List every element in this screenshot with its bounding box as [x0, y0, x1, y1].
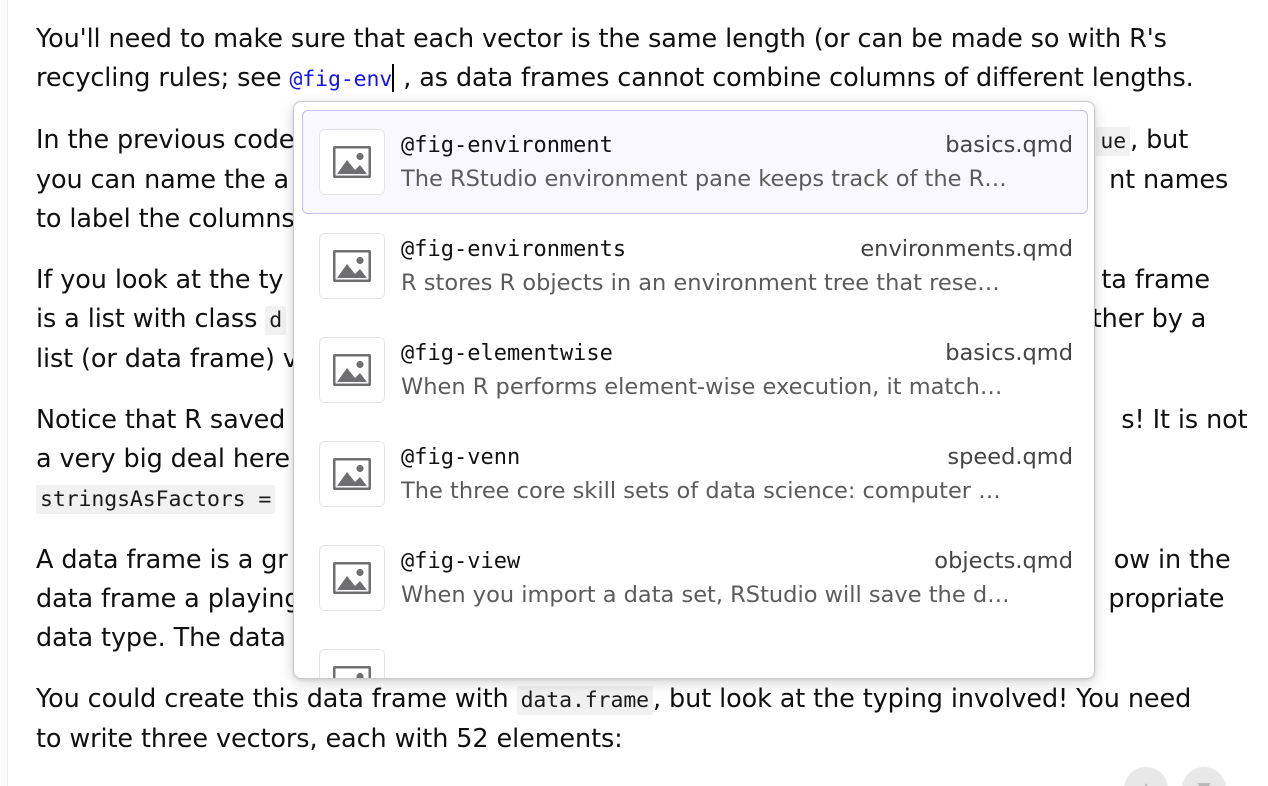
- inline-code: data.frame: [516, 686, 654, 715]
- paragraph: list (or data frame) v: [36, 340, 1236, 379]
- autocomplete-item-id: @fig-environments: [401, 237, 627, 262]
- autocomplete-item-file: environments.qmd: [860, 236, 1073, 262]
- autocomplete-item-partial[interactable]: [302, 630, 1088, 679]
- image-thumbnail-icon: [319, 233, 385, 299]
- editor-left-gutter: [0, 0, 8, 786]
- document-body[interactable]: You'll need to make sure that each vecto…: [36, 20, 1248, 759]
- autocomplete-item-text: @fig-environments environments.qmd R sto…: [401, 236, 1073, 296]
- text-run: If you look at the ty: [36, 265, 284, 295]
- autocomplete-item-text: @fig-venn speed.qmd The three core skill…: [401, 444, 1073, 504]
- autocomplete-item-text: [401, 678, 1073, 679]
- inline-code: stringsAsFactors =: [36, 485, 276, 514]
- autocomplete-item[interactable]: @fig-venn speed.qmd The three core skill…: [302, 422, 1088, 526]
- paragraph: You could create this data frame with da…: [36, 680, 1236, 720]
- autocomplete-item-header: @fig-view objects.qmd: [401, 548, 1073, 574]
- paragraph: data frame a playing propriate: [36, 580, 1236, 619]
- text-run: propriate: [1108, 584, 1225, 614]
- chevron-down-icon: ▼: [1197, 779, 1210, 786]
- image-thumbnail-icon: [319, 545, 385, 611]
- autocomplete-item-description: The RStudio environment pane keeps track…: [401, 166, 1007, 192]
- autocomplete-item[interactable]: @fig-environments environments.qmd R sto…: [302, 214, 1088, 318]
- text-run: ow in the: [1113, 545, 1231, 575]
- autocomplete-item-file: basics.qmd: [945, 132, 1073, 158]
- autocomplete-item-header: @fig-environments environments.qmd: [401, 236, 1073, 262]
- autocomplete-item-id: @fig-venn: [401, 445, 521, 470]
- autocomplete-item-header: @fig-elementwise basics.qmd: [401, 340, 1073, 366]
- inline-code: ue: [1096, 127, 1131, 156]
- paragraph: Notice that R saved s! It is not: [36, 401, 1248, 440]
- scroll-up-fab-button[interactable]: ▲: [1124, 767, 1168, 786]
- paragraph: you can name the a nt names: [36, 161, 1236, 200]
- autocomplete-item-description: R stores R objects in an environment tre…: [401, 270, 1000, 296]
- paragraph: to label the columns: [36, 200, 1236, 239]
- text-run: nt names: [1109, 165, 1229, 195]
- text-run: s! It is not: [1121, 405, 1248, 435]
- autocomplete-item-text: @fig-view objects.qmd When you import a …: [401, 548, 1073, 608]
- image-thumbnail-icon: [319, 129, 385, 195]
- text-run: , as data frames cannot combine columns …: [395, 63, 1194, 93]
- text-run: recycling rules; see: [36, 63, 290, 93]
- autocomplete-item[interactable]: @fig-view objects.qmd When you import a …: [302, 526, 1088, 630]
- autocomplete-item-description: When you import a data set, RStudio will…: [401, 582, 1010, 608]
- paragraph: a very big deal here: [36, 440, 1236, 479]
- image-thumbnail-icon: [319, 649, 385, 678]
- autocomplete-item-description: The three core skill sets of data scienc…: [401, 478, 1001, 504]
- text-run: ta frame: [1101, 265, 1210, 295]
- autocomplete-item-id: @fig-environment: [401, 133, 613, 158]
- text-run: to label the columns: [36, 204, 295, 234]
- inline-code: d: [265, 306, 287, 335]
- autocomplete-item-text: @fig-environment basics.qmd The RStudio …: [401, 132, 1073, 192]
- paragraph: In the previous code ue, but: [36, 121, 1236, 161]
- chevron-up-icon: ▲: [1139, 779, 1152, 786]
- autocomplete-item-header: @fig-venn speed.qmd: [401, 444, 1073, 470]
- image-thumbnail-icon: [319, 337, 385, 403]
- paragraph: stringsAsFactors =: [36, 479, 1236, 519]
- autocomplete-item-text: @fig-elementwise basics.qmd When R perfo…: [401, 340, 1073, 400]
- text-run: data type. The data: [36, 623, 286, 653]
- text-run: Notice that R saved: [36, 405, 286, 435]
- autocomplete-item[interactable]: @fig-elementwise basics.qmd When R perfo…: [302, 318, 1088, 422]
- text-run: is a list with class: [36, 304, 266, 334]
- text-run: to write three vectors, each with 52 ele…: [36, 724, 623, 754]
- paragraph: to write three vectors, each with 52 ele…: [36, 720, 1236, 759]
- text-run: you can name the a: [36, 165, 290, 195]
- autocomplete-item-file: objects.qmd: [934, 548, 1073, 574]
- text-run: list (or data frame) v: [36, 344, 298, 374]
- text-run: You could create this data frame with: [36, 684, 517, 714]
- image-thumbnail-icon: [319, 441, 385, 507]
- autocomplete-list[interactable]: @fig-environment basics.qmd The RStudio …: [294, 102, 1094, 679]
- autocomplete-item-id: @fig-elementwise: [401, 341, 613, 366]
- text-run: A data frame is a gr: [36, 545, 288, 575]
- text-run: ether by a: [1076, 304, 1207, 334]
- autocomplete-item-id: @fig-view: [401, 549, 521, 574]
- paragraph: data type. The data: [36, 619, 1236, 658]
- paragraph: You'll need to make sure that each vecto…: [36, 20, 1236, 59]
- autocomplete-item-file: basics.qmd: [945, 340, 1073, 366]
- autocomplete-item-file: speed.qmd: [947, 444, 1073, 470]
- cross-reference-autocomplete-popup[interactable]: @fig-environment basics.qmd The RStudio …: [293, 101, 1095, 679]
- text-run: data frame a playing: [36, 584, 301, 614]
- paragraph: If you look at the ty ta frame: [36, 261, 1236, 300]
- text-run: In the previous code: [36, 125, 295, 155]
- autocomplete-item[interactable]: @fig-environment basics.qmd The RStudio …: [302, 110, 1088, 214]
- text-caret: [392, 64, 395, 92]
- autocomplete-item-description: When R performs element-wise execution, …: [401, 374, 1003, 400]
- paragraph-with-xref: recycling rules; see @fig-env , as data …: [36, 59, 1236, 99]
- autocomplete-item-header: @fig-environment basics.qmd: [401, 132, 1073, 158]
- paragraph: is a list with class d ether by a: [36, 300, 1236, 340]
- cross-reference-token[interactable]: @fig-env: [289, 67, 393, 92]
- text-run: , but: [1130, 125, 1189, 155]
- text-run: You'll need to make sure that each vecto…: [36, 24, 1167, 54]
- text-run: a very big deal here: [36, 444, 290, 474]
- scroll-down-fab-button[interactable]: ▼: [1182, 767, 1226, 786]
- paragraph: A data frame is a gr ow in the: [36, 541, 1236, 580]
- text-run: , but look at the typing involved! You n…: [653, 684, 1192, 714]
